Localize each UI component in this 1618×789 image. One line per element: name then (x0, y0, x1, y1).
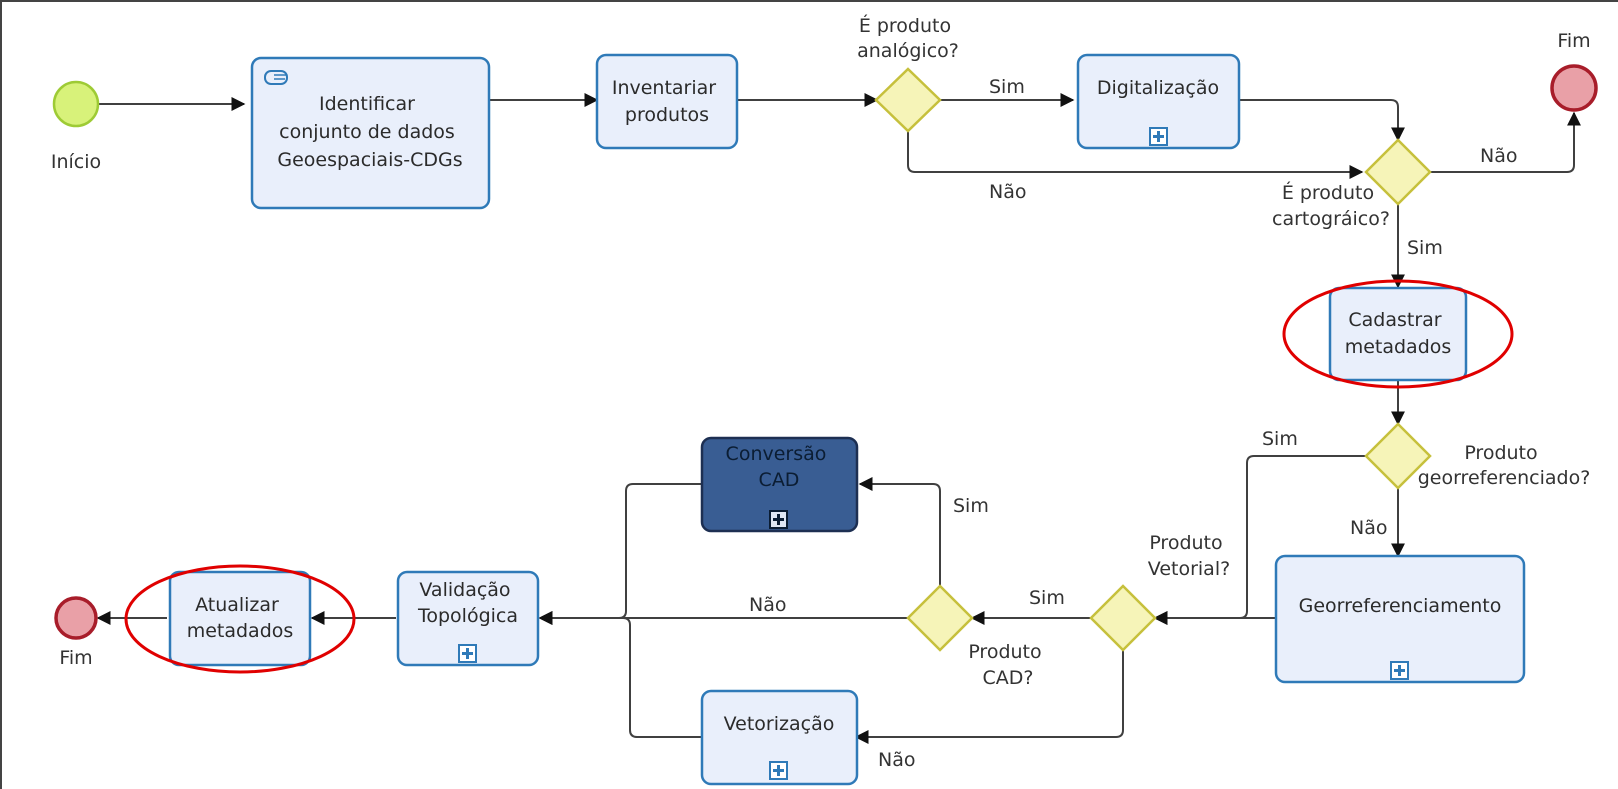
label-cartografico-nao: Não (1480, 145, 1517, 167)
manual-task-hand-icon (264, 70, 288, 85)
task-validacao-topologica[interactable]: Validação Topológica (396, 570, 540, 667)
flow-vetorizacao-to-validacao (538, 611, 702, 738)
gateway-georref-label-1: Produto (1464, 442, 1537, 464)
flow-conversao-to-validacao (538, 483, 702, 625)
task-inventariar-line-1: Inventariar (612, 77, 716, 99)
task-conversao-line-1: Conversão (726, 443, 827, 465)
svg-text:Atualizar metadados: Atualizar metadados (187, 594, 294, 642)
svg-text:Produto Vetorial?: Produto Vetorial? (1148, 532, 1230, 580)
subprocess-expand-icon[interactable] (458, 644, 477, 663)
start-event-label: Início (51, 151, 101, 173)
task-conversao-line-2: CAD (759, 469, 800, 491)
gateway-vetorial[interactable] (1089, 584, 1157, 652)
task-identificar-line-1: Identificar (319, 93, 415, 115)
label-cartografico-sim: Sim (1407, 237, 1443, 259)
task-georreferenciamento[interactable]: Georreferenciamento (1274, 554, 1526, 684)
task-identificar-line-3: Geoespaciais-CDGs (277, 149, 462, 171)
end-event-top-label: Fim (1557, 30, 1590, 52)
task-atualizar-line-1: Atualizar (195, 594, 279, 616)
gateway-cad[interactable] (906, 584, 974, 652)
subprocess-expand-icon[interactable] (769, 761, 788, 780)
task-identificar-line-2: conjunto de dados (279, 121, 455, 143)
gateway-vetorial-label-2: Vetorial? (1148, 558, 1230, 580)
label-georref-sim: Sim (1262, 428, 1298, 450)
task-validacao-line-2: Topológica (417, 605, 518, 627)
svg-text:Digitalização: Digitalização (1097, 77, 1219, 99)
label-cad-nao: Não (749, 594, 786, 616)
svg-text:Identificar conjunto de: Identificar conjunto de dados Geoespacia… (277, 93, 462, 171)
task-conversao-cad[interactable]: Conversão CAD (700, 436, 859, 533)
label-vetorial-sim: Sim (1029, 587, 1065, 609)
task-inventariar-line-2: produtos (625, 104, 709, 126)
svg-text:É produto analógico?: É produto analógico? (857, 14, 959, 62)
svg-text:Vetorização: Vetorização (724, 713, 835, 735)
svg-text:Produto CAD?: Produto CAD? (968, 641, 1047, 689)
sequence-flows (96, 93, 1581, 744)
subprocess-expand-icon[interactable] (769, 510, 788, 529)
flow-cad-sim (858, 477, 941, 586)
flow-vetorial-nao (854, 650, 1124, 744)
gateway-analogico-label-2: analógico? (857, 40, 959, 62)
task-digitalizacao-line-1: Digitalização (1097, 77, 1219, 99)
flow-analogico-nao (907, 132, 1364, 179)
flow-labels: Sim Não Não Sim Sim Não Sim Sim Não Não (749, 76, 1517, 771)
task-atualizar-metadados[interactable]: Atualizar metadados (168, 570, 312, 667)
svg-text:Validação Topológica: Validação Topológica (417, 579, 518, 627)
flow-cartografico-nao (1430, 111, 1581, 173)
label-vetorial-nao: Não (878, 749, 915, 771)
label-georref-nao: Não (1350, 517, 1387, 539)
subprocess-expand-icon[interactable] (1149, 127, 1168, 146)
task-cadastrar-metadados[interactable]: Cadastrar metadados (1328, 286, 1468, 382)
label-cad-sim: Sim (953, 495, 989, 517)
task-inventariar[interactable]: Inventariar produtos (595, 53, 739, 150)
gateway-cartografico-label-2: cartográico? (1272, 208, 1390, 230)
svg-text:Georreferenciamento: Georreferenciamento (1299, 595, 1502, 617)
task-identificar[interactable]: Identificar conjunto de dados Geoespacia… (250, 56, 491, 210)
task-validacao-line-1: Validação (419, 579, 510, 601)
end-event-bottom-label: Fim (59, 647, 92, 669)
gateway-vetorial-label-1: Produto (1149, 532, 1222, 554)
task-vetorizacao[interactable]: Vetorização (700, 689, 859, 786)
task-digitalizacao[interactable]: Digitalização (1076, 53, 1241, 150)
gateway-cad-label-2: CAD? (983, 667, 1034, 689)
highlight-ellipse-atualizar (124, 564, 356, 674)
gateway-analogico[interactable] (874, 67, 942, 133)
gateway-cartografico[interactable] (1364, 138, 1432, 206)
svg-text:Inventariar produtos: Inventariar produtos (612, 77, 722, 126)
start-event[interactable] (52, 80, 100, 128)
task-cadastrar-line-2: metadados (1345, 336, 1452, 358)
gateway-cartografico-label-1: É produto (1282, 181, 1374, 204)
svg-text:É produto cartográico?: É produto cartográico? (1272, 181, 1390, 230)
gateway-georref-label-2: georreferenciado? (1418, 467, 1591, 489)
flow-digitalizacao-to-gw-cartografico (1239, 99, 1405, 142)
label-analogico-nao: Não (989, 181, 1026, 203)
task-georreferenciamento-line-1: Georreferenciamento (1299, 595, 1502, 617)
gateway-georreferenciado[interactable] (1364, 422, 1432, 490)
end-event-bottom[interactable] (54, 596, 98, 640)
end-event-top[interactable] (1550, 64, 1598, 112)
subprocess-expand-icon[interactable] (1390, 661, 1409, 680)
task-atualizar-line-2: metadados (187, 620, 294, 642)
task-cadastrar-line-1: Cadastrar (1348, 309, 1441, 331)
svg-text:Cadastrar metadados: Cadastrar metadados (1345, 309, 1452, 358)
gateway-cad-label-1: Produto (968, 641, 1041, 663)
highlight-ellipse-cadastrar (1282, 279, 1514, 389)
gateway-analogico-label-1: É produto (859, 14, 951, 37)
task-vetorizacao-line-1: Vetorização (724, 713, 835, 735)
label-analogico-sim: Sim (989, 76, 1025, 98)
svg-text:Conversão CAD: Conversão CAD (726, 443, 833, 491)
svg-text:Produto georreferenciado?: Produto georreferenciado? (1418, 442, 1591, 489)
